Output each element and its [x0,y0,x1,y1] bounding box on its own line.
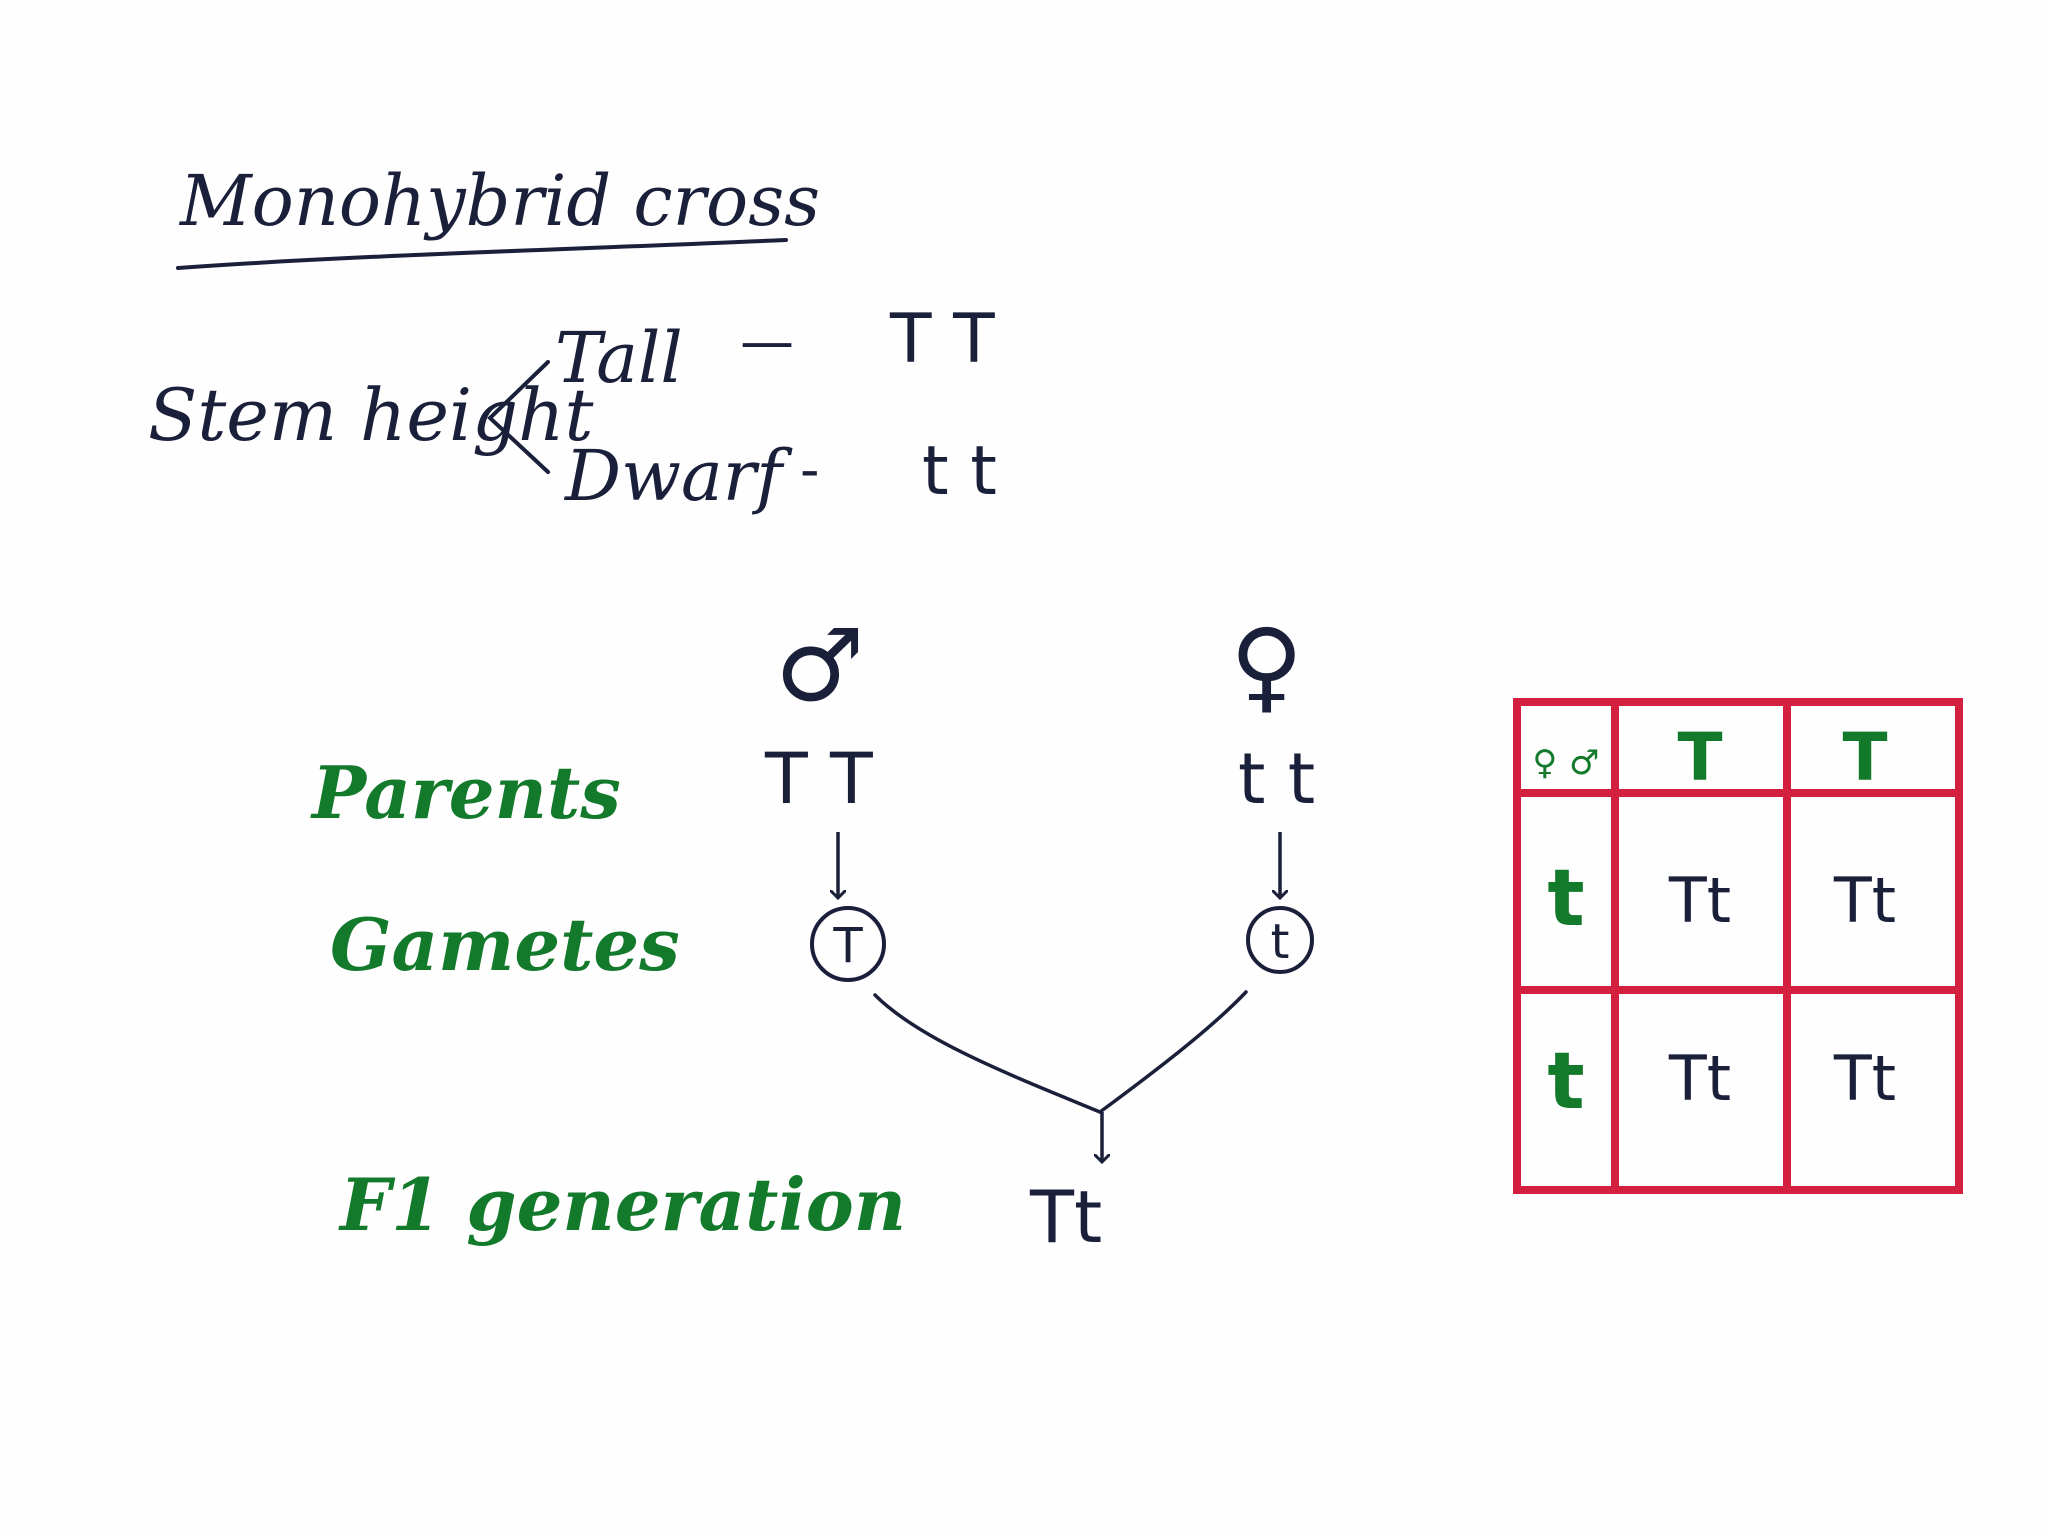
row-label-parents: Parents [310,750,621,835]
male-gamete-circle [810,906,886,982]
allele-tall-genotype: T T [889,300,995,379]
title-underline [176,238,788,270]
punnett-cell-2-1: Tt [1668,1042,1731,1115]
punnett-col-header-1: T [1677,719,1722,796]
female-gamete: t [1271,914,1290,970]
punnett-corner: ♀ ♂ [1532,743,1599,783]
f1-result: Tt [1029,1175,1102,1259]
punnett-square: ♀ ♂ T T t t Tt Tt Tt Tt [1513,698,1963,1194]
male-gamete: T [832,918,863,974]
punnett-cell-1-1: Tt [1668,864,1731,937]
allele-dwarf-label: Dwarf [563,435,793,517]
row-label-f1: F1 generation [338,1162,906,1247]
allele-tall-label: Tall [555,317,683,399]
punnett-cell-2-2: Tt [1833,1042,1896,1115]
punnett-row-header-2: t [1547,1037,1584,1127]
punnett-row-header-1: t [1547,854,1584,944]
male-fusion-line [873,993,1102,1114]
allele-tall-sep: — [740,310,794,373]
male-genotype: T T [764,738,873,820]
female-gamete-circle [1246,906,1314,974]
trait-name: Stem height [148,373,594,457]
female-genotype: t t [1238,738,1315,820]
page-title: Monohybrid cross [178,160,820,242]
allele-dwarf-sep: - [800,438,820,501]
male-symbol: ♂ [775,607,865,724]
punnett-col-header-2: T [1842,719,1887,796]
row-label-gametes: Gametes [330,902,680,987]
allele-dwarf-genotype: t t [922,432,997,511]
punnett-cell-1-2: Tt [1833,864,1896,937]
female-fusion-line [1098,990,1248,1114]
trait-brace [487,360,550,474]
female-symbol: ♀ [1230,607,1303,724]
punnett-border [1513,698,1963,1194]
